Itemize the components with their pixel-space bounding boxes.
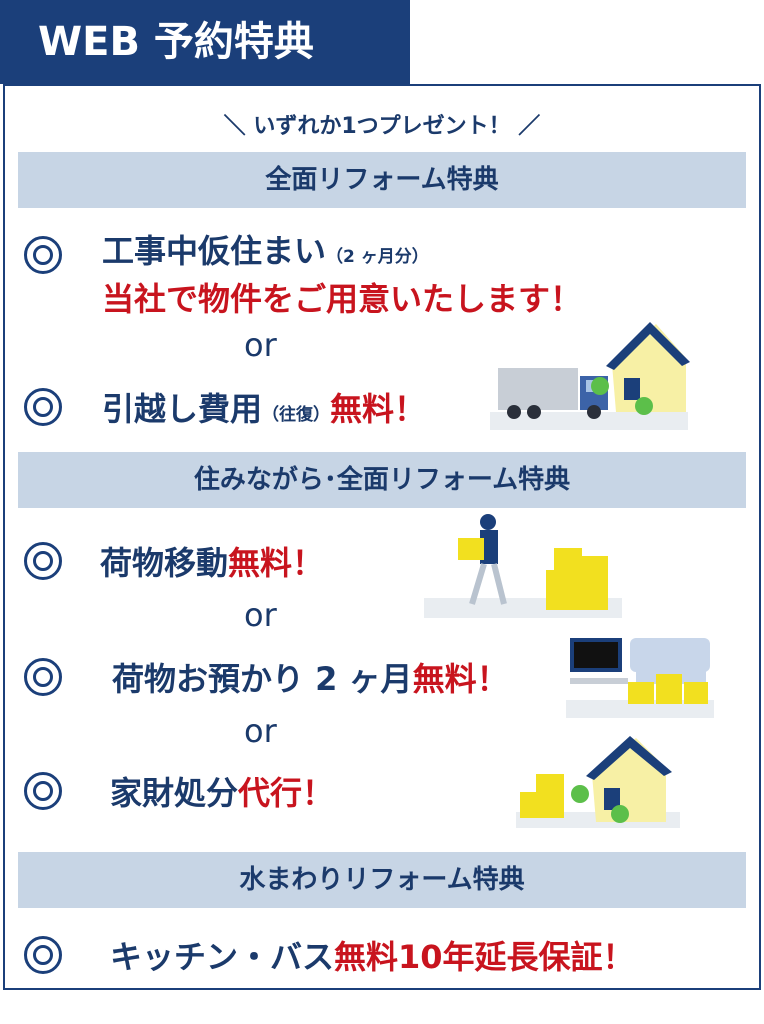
or-label: or — [244, 712, 277, 750]
subhead: ＼ いずれか1つプレゼント！ ／ — [223, 114, 541, 139]
or-label: or — [244, 596, 277, 634]
boxes-house-illustration — [516, 736, 680, 828]
item-luggage-move: 荷物移動無料！ — [100, 538, 324, 584]
item-kitchen-bath: キッチン・バス無料10年延長保証！ — [110, 932, 635, 978]
section-title-water-reform: 水まわりリフォーム特典 — [18, 852, 746, 908]
double-circle-icon — [24, 236, 62, 274]
item-note: （2 ヶ月分） — [326, 247, 429, 267]
double-circle-icon — [24, 936, 62, 974]
content-frame — [3, 84, 761, 990]
item-main-text: キッチン・バス — [110, 938, 335, 976]
item-main-text: 荷物お預かり 2 ヶ月 — [112, 660, 413, 698]
header-tab: WEB 予約特典 — [0, 0, 410, 84]
item-note: （往復） — [262, 405, 331, 425]
frame-top-mask — [410, 0, 764, 84]
item-main-text: 引越し費用 — [102, 390, 263, 428]
item-temp-housing-line2: 当社で物件をご用意いたします！ — [102, 280, 583, 318]
double-circle-icon — [24, 388, 62, 426]
item-main-text: 荷物移動 — [100, 544, 229, 582]
item-moving-cost: 引越し費用（往復）無料！ — [102, 384, 426, 430]
double-circle-icon — [24, 772, 62, 810]
worker-boxes-illustration — [424, 514, 622, 618]
item-disposal: 家財処分代行！ — [110, 768, 334, 814]
item-main-text: 家財処分 — [110, 774, 239, 812]
item-highlight: 無料！ — [228, 544, 325, 582]
truck-house-illustration — [490, 322, 690, 430]
item-highlight: 無料！ — [412, 660, 509, 698]
item-temp-housing: 工事中仮住まい（2 ヶ月分） — [102, 226, 429, 272]
item-highlight: 代行！ — [238, 774, 335, 812]
section-title-living-reform: 住みながら･全面リフォーム特典 — [18, 452, 746, 508]
section-title-full-reform: 全面リフォーム特典 — [18, 152, 746, 208]
storage-illustration — [566, 638, 714, 718]
double-circle-icon — [24, 542, 62, 580]
or-label: or — [244, 326, 277, 364]
item-luggage-storage: 荷物お預かり 2 ヶ月無料！ — [112, 654, 509, 700]
item-main-text: 工事中仮住まい — [102, 232, 327, 270]
item-highlight: 無料10年延長保証！ — [334, 938, 635, 976]
double-circle-icon — [24, 658, 62, 696]
item-highlight: 無料！ — [330, 390, 427, 428]
